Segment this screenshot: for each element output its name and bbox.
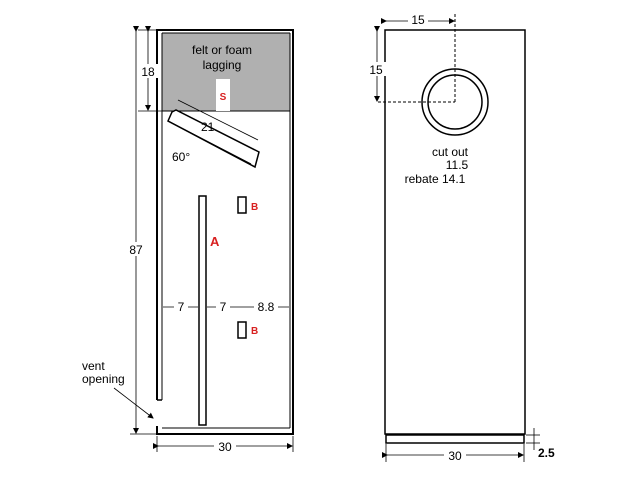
vent-label-line1: vent bbox=[82, 359, 105, 373]
cutout-label: cut out bbox=[432, 145, 469, 159]
dim-top-height: 18 bbox=[141, 65, 155, 79]
dim-gap-middle: 7 bbox=[220, 300, 227, 314]
cabinet-outline bbox=[156, 29, 294, 435]
dim-gap-middle-bg bbox=[216, 300, 230, 314]
dim-gap-left-bg bbox=[174, 300, 188, 314]
dim-hole-x: 15 bbox=[411, 13, 425, 27]
marker-b-top: B bbox=[251, 202, 258, 213]
dim-width-bg bbox=[214, 439, 236, 453]
dim-deflector-length: 21. bbox=[201, 120, 218, 134]
deflector-dim-line bbox=[177, 99, 259, 141]
dim-front-width-bg bbox=[444, 448, 466, 462]
dim-hole-x-bg bbox=[408, 13, 428, 27]
dim-total-height: 87 bbox=[129, 243, 143, 257]
rebate-label: rebate 14.1 bbox=[405, 172, 466, 186]
lagging-label-line2: lagging bbox=[203, 58, 242, 72]
marker-s-box bbox=[216, 79, 230, 111]
dim-plinth-height: 2.5 bbox=[538, 446, 555, 460]
front-view: 15 15 cut out 11.5 rebate 14.1 30 2.5 bbox=[366, 13, 555, 463]
vent-label-line2: opening bbox=[82, 372, 125, 386]
marker-a: A bbox=[210, 234, 220, 249]
dim-hole-y-bg bbox=[366, 62, 388, 76]
deflector-board bbox=[167, 109, 260, 169]
marker-b-bottom-box bbox=[237, 321, 247, 339]
deflector-inner-edge bbox=[167, 120, 252, 165]
vent-arrow bbox=[113, 387, 154, 419]
dim-front-width: 30 bbox=[448, 449, 462, 463]
marker-b-top-box bbox=[237, 196, 247, 214]
dim-total-bg bbox=[124, 242, 148, 256]
dim-gap-right-bg bbox=[254, 300, 278, 314]
marker-b-bottom: B bbox=[251, 326, 258, 337]
dim-hole-y: 15 bbox=[369, 63, 383, 77]
dim-top-bg bbox=[138, 64, 158, 78]
lagging-label-line1: felt or foam bbox=[192, 43, 252, 57]
dim-gap-left: 7 bbox=[178, 300, 185, 314]
dim-gap-right: 8.8 bbox=[258, 300, 275, 314]
cutout-value: 11.5 bbox=[446, 158, 469, 172]
side-section-view: felt or foam lagging S 21. 60° A B B 7 7… bbox=[82, 26, 294, 454]
plinth bbox=[385, 434, 525, 444]
marker-s: S bbox=[220, 92, 227, 103]
baffle-a bbox=[198, 195, 207, 426]
deflector-angle: 60° bbox=[172, 150, 190, 164]
dim-width: 30 bbox=[218, 440, 232, 454]
vent-gap bbox=[156, 400, 164, 426]
